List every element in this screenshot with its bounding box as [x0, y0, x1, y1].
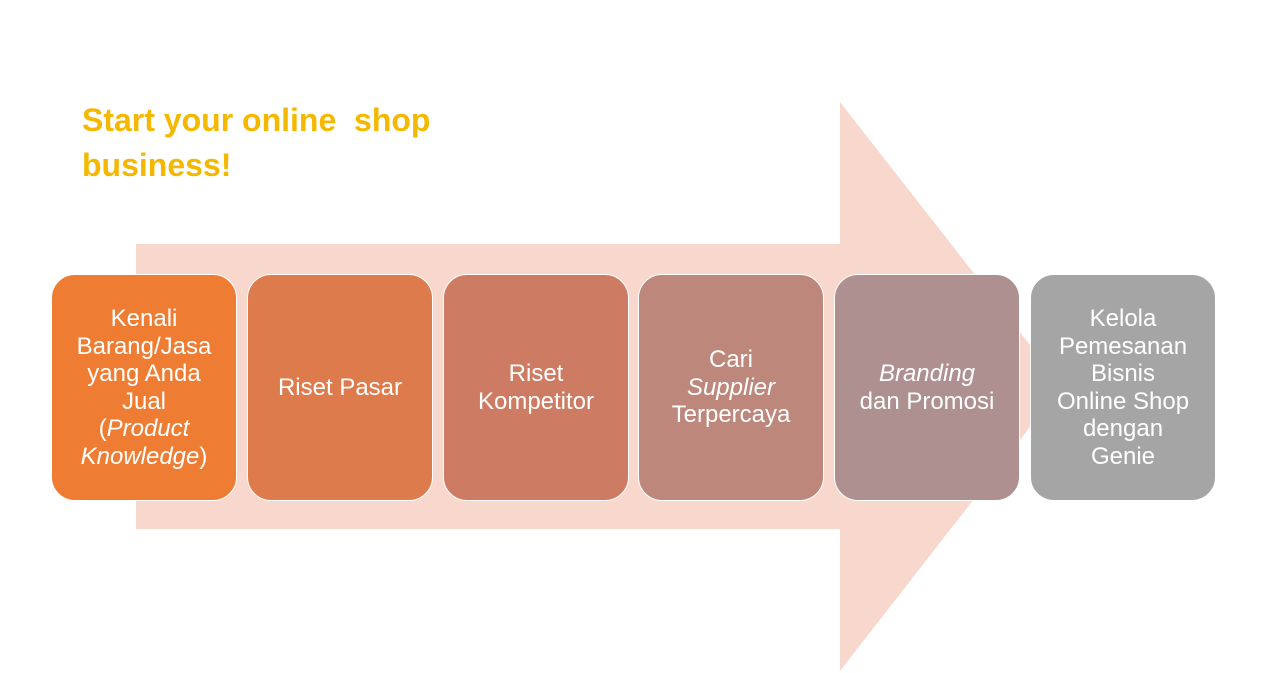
step-1-line-2: Barang/Jasa: [76, 332, 212, 360]
step-6-line-2: Pemesanan: [1058, 332, 1188, 360]
step-1-close-paren: ): [199, 442, 208, 470]
step-cari-supplier: Cari Supplier Terpercaya: [638, 274, 824, 501]
step-6-line-6: Genie: [1090, 442, 1156, 470]
step-6-line-4: Online Shop: [1056, 387, 1190, 415]
step-1-line-5: (Product Knowledge): [58, 415, 230, 470]
page-title: Start your online shop business!: [82, 98, 502, 188]
step-1-line-3: yang Anda: [87, 360, 201, 387]
step-1-line-4: Jual: [121, 387, 167, 415]
step-4-line-3: Terpercaya: [671, 401, 791, 429]
step-3-line-1: Riset: [508, 360, 564, 387]
step-riset-kompetitor: Riset Kompetitor: [443, 274, 629, 501]
step-1-open-paren: (: [98, 415, 107, 442]
step-1-line-1: Kenali: [110, 305, 178, 332]
step-product-knowledge: Kenali Barang/Jasa yang Anda Jual (Produ…: [51, 274, 237, 501]
step-6-line-1: Kelola: [1089, 305, 1157, 332]
step-branding: Branding dan Promosi: [834, 274, 1020, 501]
title-line-1: Start your online shop: [82, 102, 431, 138]
title-line-2: business!: [82, 147, 232, 183]
step-4-line-1: Cari: [708, 346, 753, 374]
step-kelola-pemesanan: Kelola Pemesanan Bisnis Online Shop deng…: [1030, 274, 1216, 501]
step-6-line-5: dengan: [1082, 415, 1164, 442]
step-6-line-3: Bisnis: [1090, 360, 1156, 387]
step-2-line-1: Riset Pasar: [277, 373, 403, 401]
step-riset-pasar: Riset Pasar: [247, 274, 433, 501]
step-4-line-2: Supplier: [672, 374, 791, 402]
step-4-emphasis: Supplier: [686, 373, 776, 401]
step-5-line-1: Branding: [860, 360, 995, 388]
step-5-emphasis: Branding: [878, 360, 976, 387]
step-3-line-2: Kompetitor: [477, 387, 595, 415]
step-1-emphasis: Product Knowledge: [80, 415, 200, 470]
step-5-line-2: dan Promosi: [859, 387, 995, 415]
